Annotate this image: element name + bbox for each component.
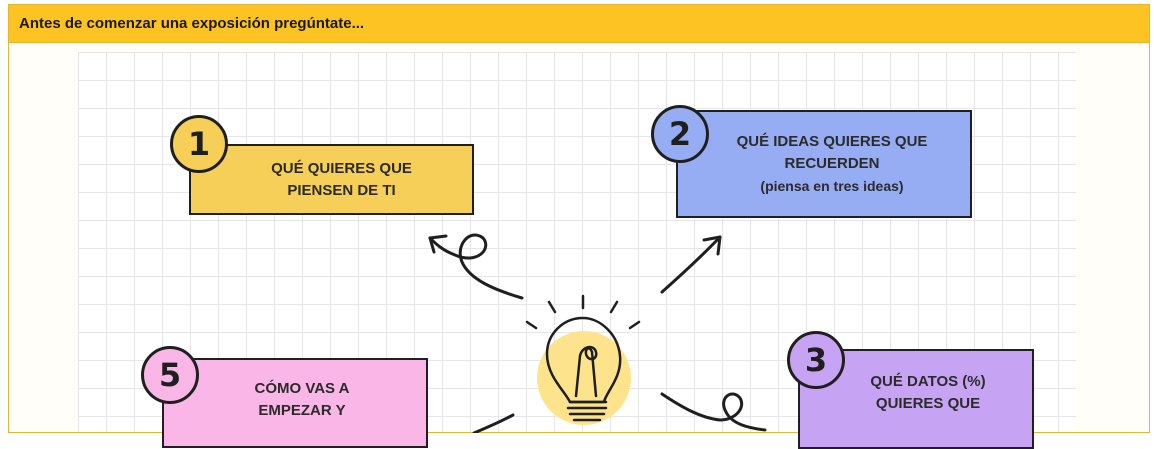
panel-header: Antes de comenzar una exposición pregúnt… [9,5,1149,43]
lightbulb-icon [525,294,641,425]
step-5-number: 5 [141,346,199,404]
straight-arrow-icon [472,413,515,433]
step-3-line-2: QUIERES QUE [875,395,981,412]
step-2-line-1: QUÉ IDEAS QUIERES QUE [736,133,928,150]
step-2-number: 2 [651,105,709,163]
panel-title: Antes de comenzar una exposición pregúnt… [19,15,365,32]
step-2-line-3: (piensa en tres ideas) [760,178,904,194]
step-1-number: 1 [170,115,228,173]
curly-arrow-icon [428,233,524,300]
curly-arrow-icon [660,392,767,432]
step-5-line-1: CÓMO VAS A [254,380,350,397]
illustration-layer [428,233,767,433]
step-1-line-2: PIENSEN DE TI [287,181,396,199]
step-3-line-1: QUÉ DATOS (%) [870,373,986,390]
step-2-card: QUÉ IDEAS QUIERES QUE RECUERDEN (piensa … [676,110,972,218]
straight-arrow-icon [660,235,722,294]
step-2-line-2: RECUERDEN [784,155,880,172]
step-1-card: QUÉ QUIERES QUE PIENSEN DE TI [189,144,474,215]
step-5-line-2: EMPEZAR Y [258,402,346,419]
step-3-number: 3 [787,331,845,389]
step-1-line-1: QUÉ QUIERES QUE [271,159,412,177]
